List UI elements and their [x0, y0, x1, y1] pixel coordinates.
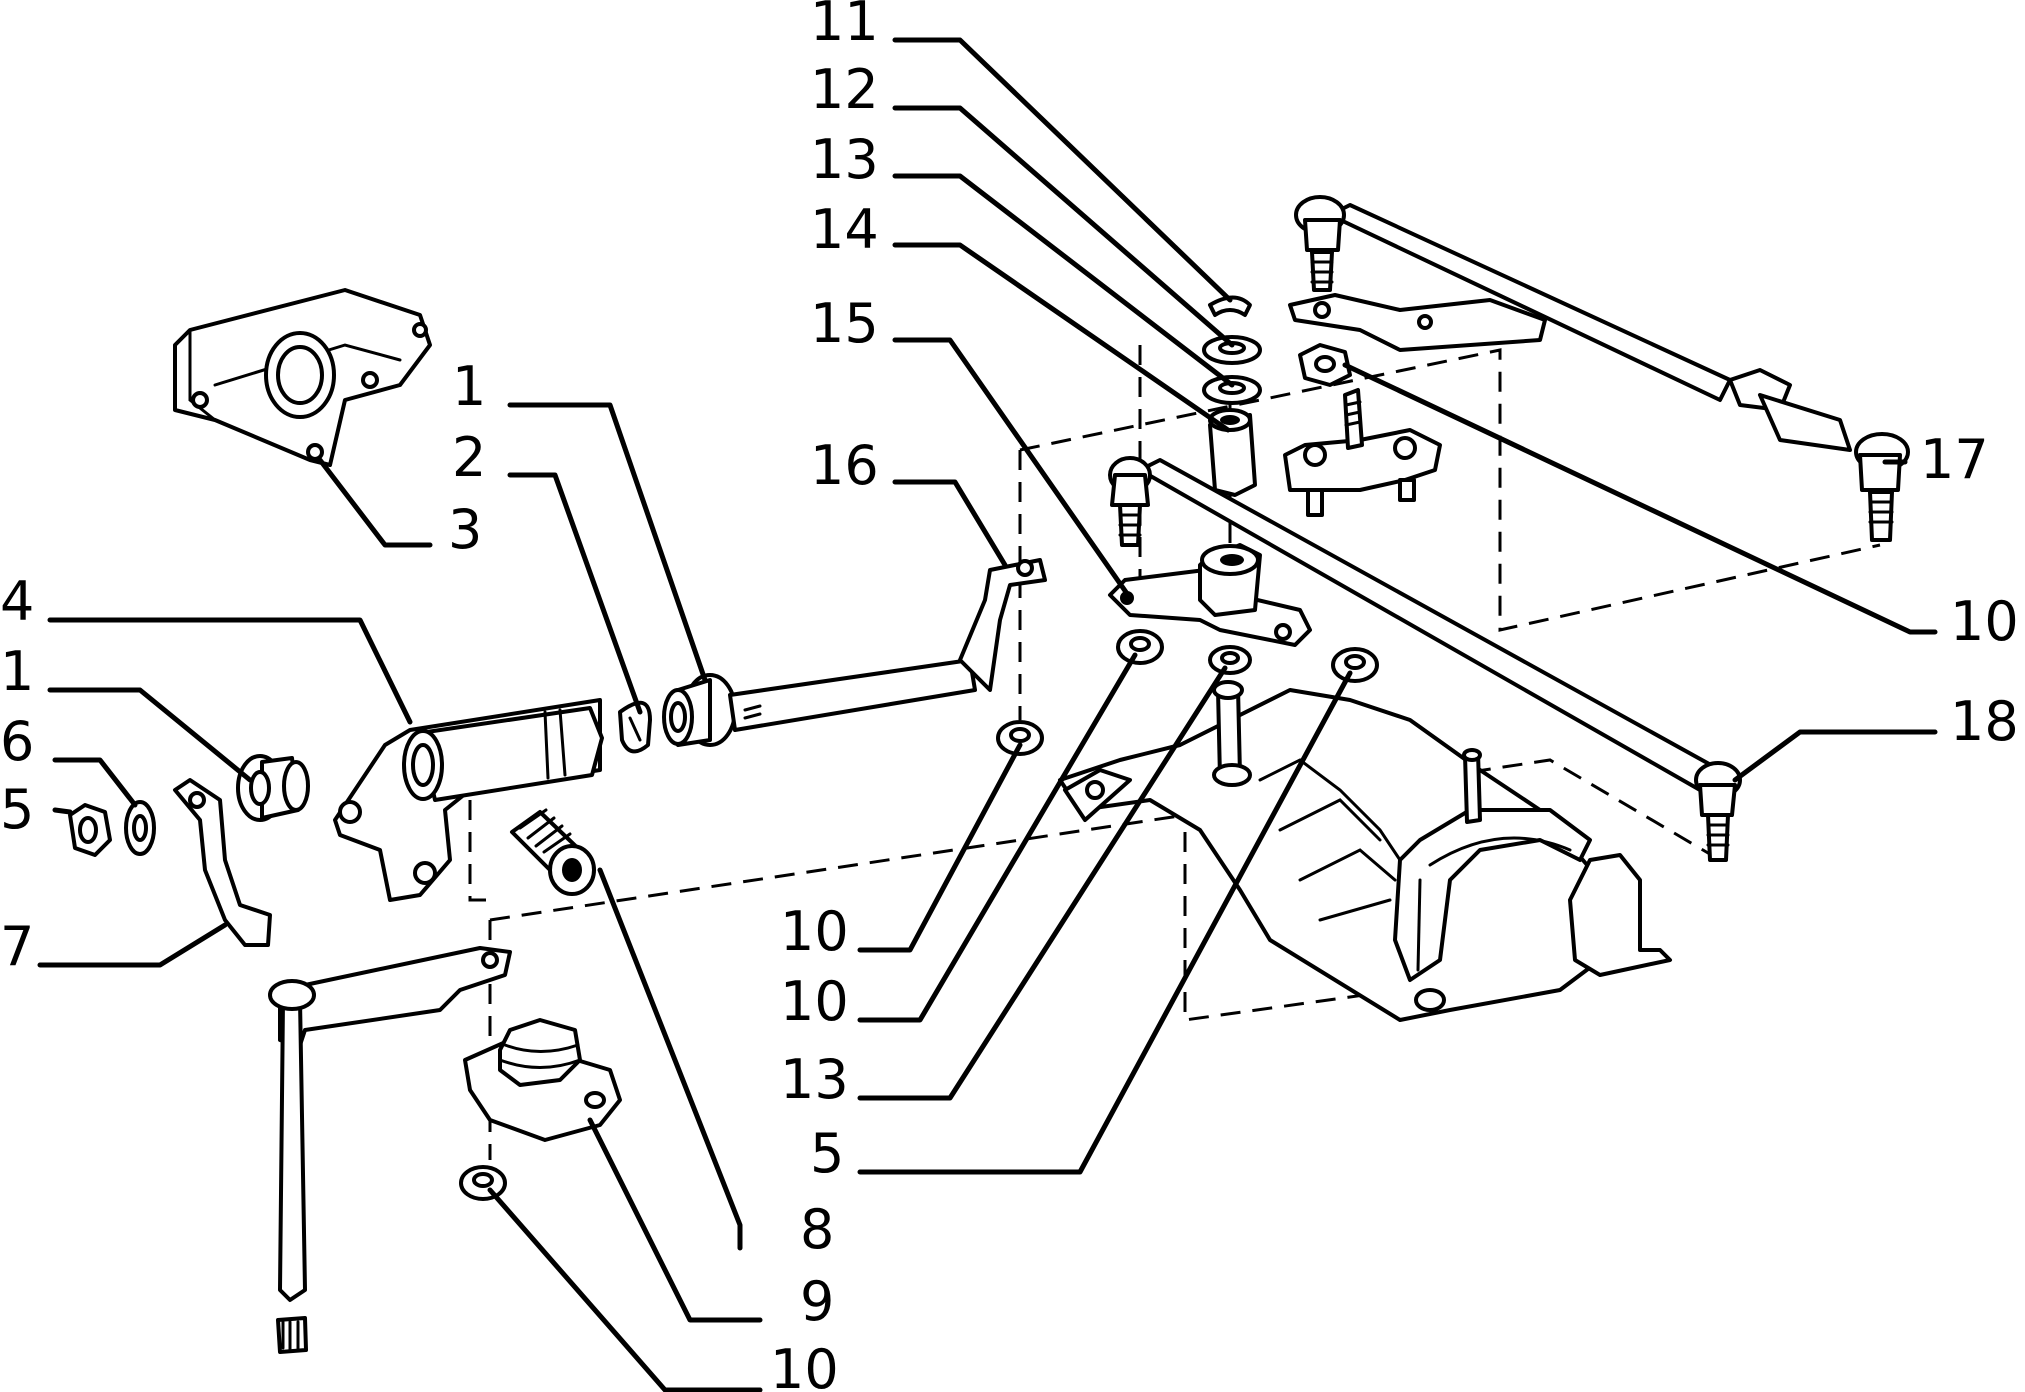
gearbox-casing: [1058, 680, 1672, 1022]
bushing-part-1-upper: [662, 673, 737, 747]
callout-15: 15: [810, 292, 879, 355]
callout-1-upper: 1: [452, 355, 486, 418]
adjustable-rod-part-17: [1294, 195, 1910, 542]
callout-7: 7: [0, 915, 34, 978]
relay-lever-part-15: [1108, 543, 1312, 647]
selector-housing-part-4: [333, 698, 604, 902]
nut-part-10-plate: [1116, 629, 1164, 665]
shift-shaft-lower: [268, 946, 512, 1354]
spacer-part-14: [1208, 408, 1257, 497]
callout-leader-lines: [37, 37, 1938, 1392]
callout-14: 14: [810, 198, 879, 261]
washer-part-13-lower: [1208, 645, 1252, 675]
callout-6: 6: [0, 710, 34, 773]
washer-part-6: [124, 800, 156, 856]
callout-10-right: 10: [1950, 590, 2019, 653]
washer-part-13-upper: [1202, 375, 1262, 405]
callout-5-right: 5: [810, 1122, 844, 1185]
clip-part-2: [618, 700, 652, 754]
callout-5-left: 5: [0, 778, 34, 841]
callout-11: 11: [810, 0, 879, 53]
linkage-rod-part-18: [1108, 456, 1742, 862]
callout-1-lower: 1: [0, 640, 34, 703]
mounting-plate-with-studs: [1283, 388, 1442, 517]
selector-shaft-part-16: [728, 558, 1047, 732]
mounting-bracket-part-3: [173, 288, 432, 467]
nut-part-5-right: [1331, 647, 1379, 683]
bolt-part-8: [510, 808, 596, 896]
bushing-part-1-lower: [236, 754, 310, 822]
callout-18: 18: [1950, 690, 2019, 753]
callout-9: 9: [800, 1270, 834, 1333]
callout-12: 12: [810, 58, 879, 121]
lever-part-7: [173, 778, 272, 947]
callout-4: 4: [0, 570, 34, 633]
callout-2: 2: [452, 426, 486, 489]
callout-8: 8: [800, 1198, 834, 1261]
upper-bracket-plate: [1288, 293, 1547, 352]
callout-13-lower: 13: [780, 1048, 849, 1111]
nut-part-5-left: [68, 803, 112, 857]
callout-10-lower: 10: [770, 1338, 839, 1392]
callout-17: 17: [1920, 428, 1989, 491]
callout-10-plate: 10: [780, 970, 849, 1033]
washer-part-12: [1202, 335, 1262, 365]
nut-part-10-upper: [1298, 343, 1352, 387]
callout-16: 16: [810, 434, 879, 497]
callout-10-shaft: 10: [780, 900, 849, 963]
nut-part-10-shaft: [996, 720, 1044, 756]
rubber-boot-part-9: [463, 1018, 622, 1142]
callout-3: 3: [448, 498, 482, 561]
callout-13-upper: 13: [810, 128, 879, 191]
nut-part-10-lower: [459, 1165, 507, 1201]
